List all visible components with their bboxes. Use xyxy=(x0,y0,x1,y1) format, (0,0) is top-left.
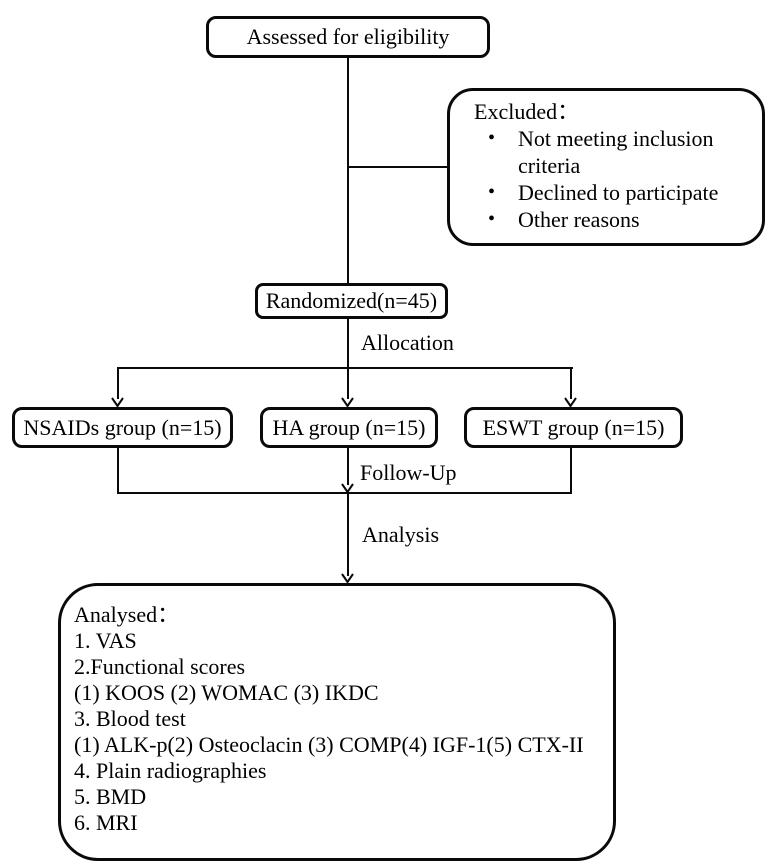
arrowhead-icon xyxy=(564,397,577,407)
arrowhead-icon xyxy=(341,397,354,407)
excluded-box: Excluded： • Not meeting inclusion criter… xyxy=(447,88,765,246)
analysed-line: 2.Functional scores xyxy=(74,654,246,679)
analysed-line: 4. Plain radiographies xyxy=(74,758,267,783)
connector-followup-to-analysed xyxy=(347,494,349,576)
randomized-label: Randomized(n=45) xyxy=(265,288,438,313)
analysis-label: Analysis xyxy=(362,522,439,547)
assessed-eligibility-box: Assessed for eligibility xyxy=(206,16,490,58)
analysed-line: 5. BMD xyxy=(74,784,147,809)
excluded-item-label: Not meeting inclusion criteria xyxy=(518,126,714,178)
arrowhead-icon xyxy=(111,397,124,407)
connector-to-excluded xyxy=(348,166,447,168)
excluded-item-label: Declined to participate xyxy=(518,180,719,205)
excluded-item: • Not meeting inclusion criteria xyxy=(474,125,760,179)
connector-ha-to-followup xyxy=(347,447,349,485)
connector-to-ha xyxy=(347,368,349,399)
eswt-group-label: ESWT group (n=15) xyxy=(482,414,665,440)
eswt-group-box: ESWT group (n=15) xyxy=(464,407,683,448)
bullet-icon: • xyxy=(488,127,496,149)
connector-to-eswt xyxy=(570,368,572,399)
analysed-line: (1) KOOS (2) WOMAC (3) IKDC xyxy=(74,680,379,705)
arrowhead-icon xyxy=(341,483,354,493)
analysed-line: 6. MRI xyxy=(74,810,138,835)
analysed-line: 1. VAS xyxy=(74,628,137,653)
nsaids-group-label: NSAIDs group (n=15) xyxy=(23,414,222,440)
analysed-line: (1) ALK-p(2) Osteoclacin (3) COMP(4) IGF… xyxy=(74,732,584,757)
bullet-icon: • xyxy=(488,181,496,203)
randomized-box: Randomized(n=45) xyxy=(255,283,448,319)
excluded-item: • Declined to participate xyxy=(474,179,760,206)
excluded-item: • Other reasons xyxy=(474,206,760,233)
follow-up-label: Follow-Up xyxy=(360,460,457,485)
bullet-icon: • xyxy=(488,208,496,230)
analysed-title: Analysed： xyxy=(74,602,180,627)
analysed-line: 3. Blood test xyxy=(74,706,186,731)
ha-group-label: HA group (n=15) xyxy=(272,414,426,440)
connector-to-nsaids xyxy=(117,368,119,399)
connector-nsaids-to-followup xyxy=(117,447,119,493)
connector-assessed-to-randomized xyxy=(347,58,349,284)
ha-group-box: HA group (n=15) xyxy=(260,407,438,448)
nsaids-group-box: NSAIDs group (n=15) xyxy=(12,407,233,448)
allocation-label: Allocation xyxy=(361,330,454,355)
assessed-eligibility-label: Assessed for eligibility xyxy=(246,24,450,49)
excluded-item-label: Other reasons xyxy=(518,207,640,232)
connector-randomized-to-allocation xyxy=(347,319,349,369)
allocation-branch-line xyxy=(117,367,573,369)
followup-merge-line xyxy=(117,492,572,494)
analysed-box: Analysed： 1. VAS 2.Functional scores (1)… xyxy=(58,583,616,861)
connector-eswt-to-followup xyxy=(570,447,572,493)
arrowhead-icon xyxy=(341,573,354,583)
excluded-title: Excluded： xyxy=(474,99,580,124)
